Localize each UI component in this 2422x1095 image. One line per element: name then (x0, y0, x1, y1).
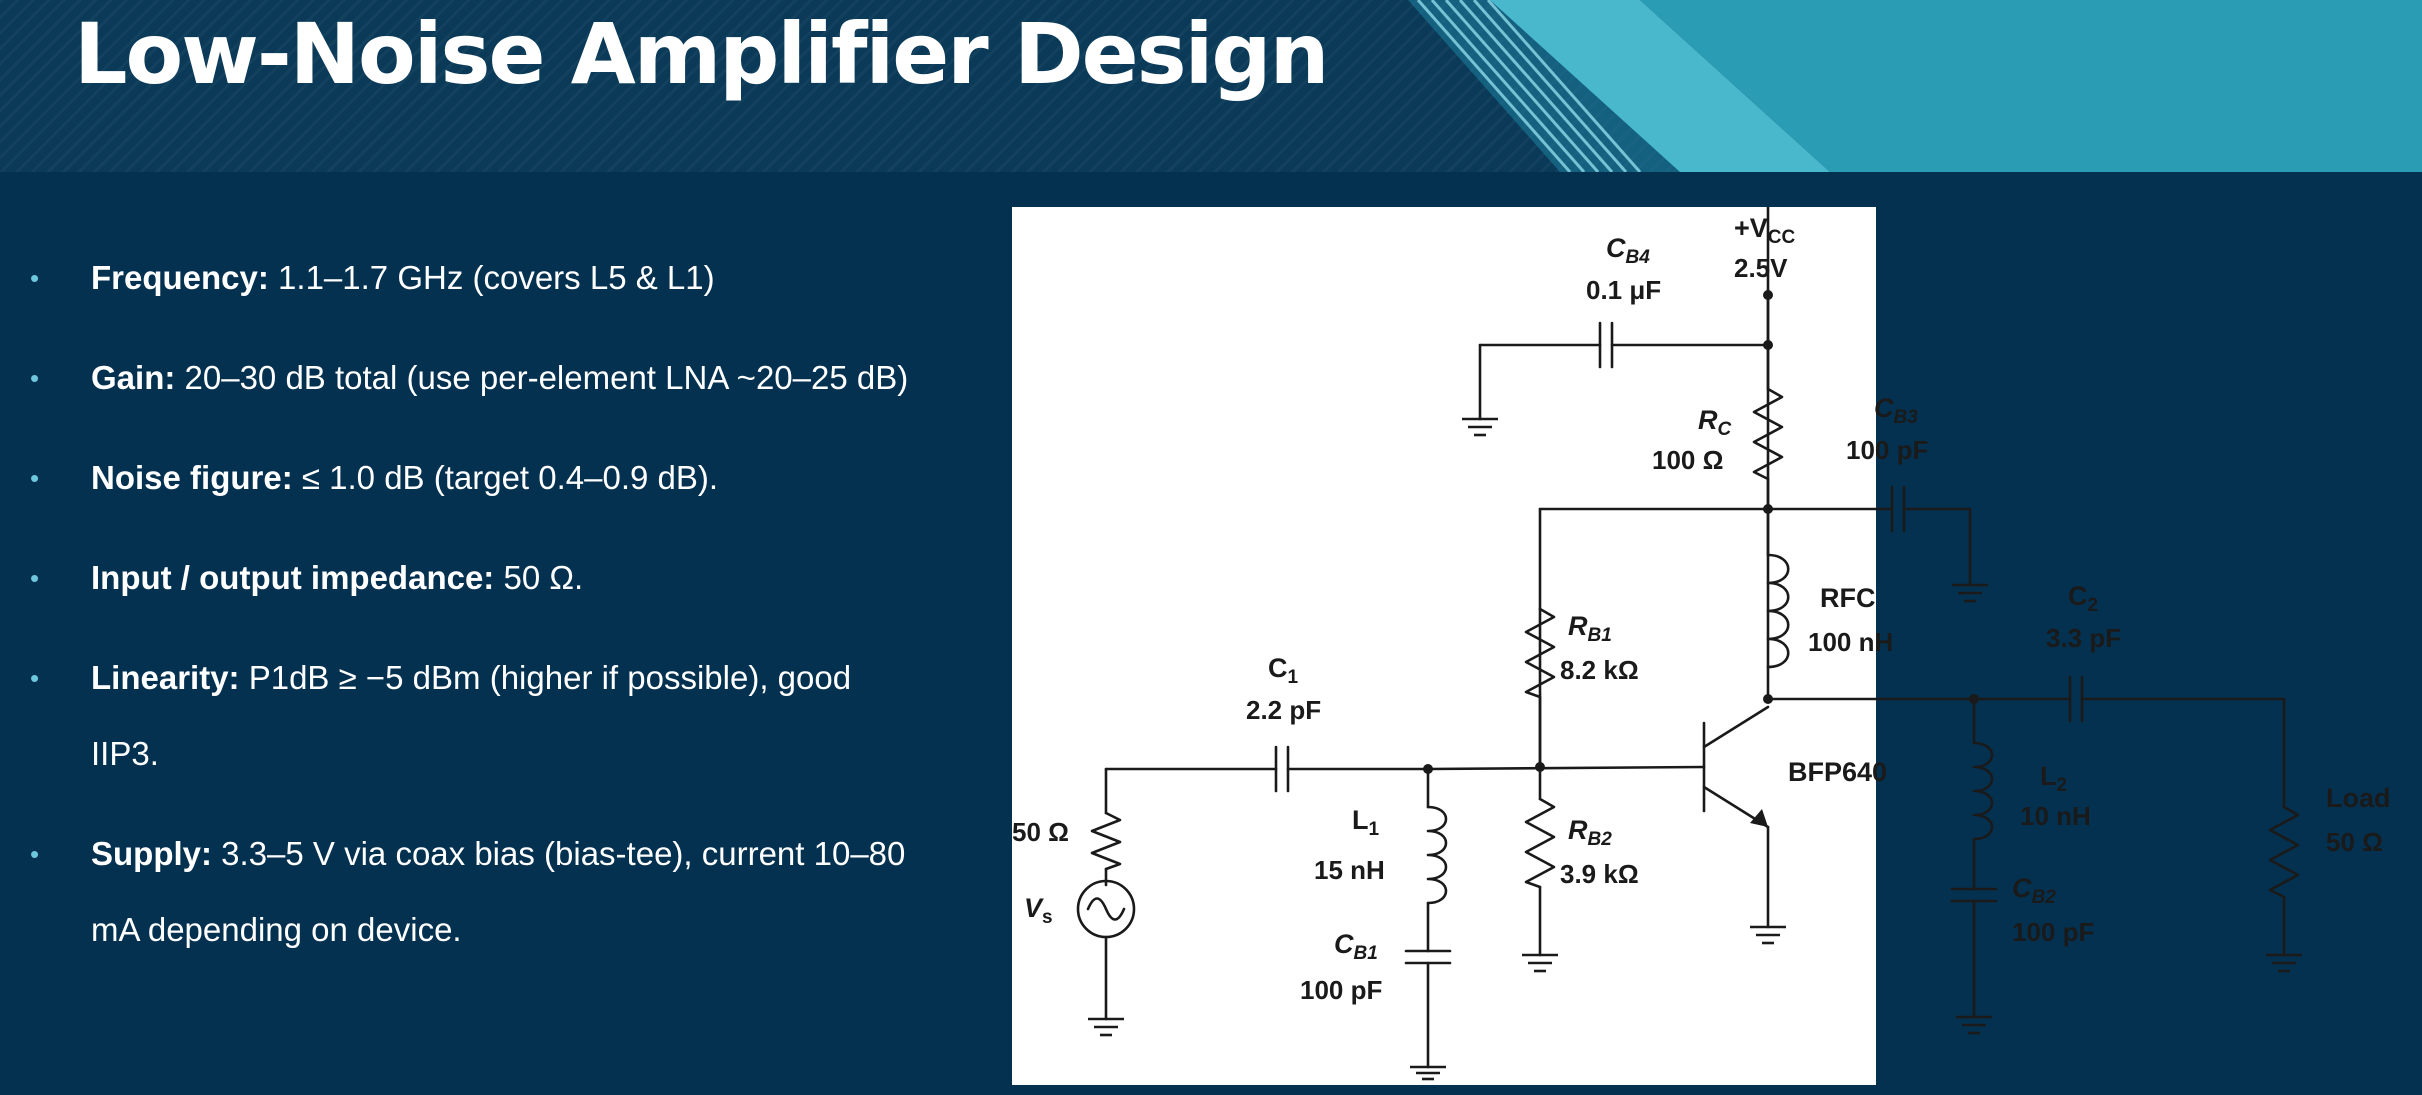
transistor-label: BFP640 (1788, 757, 1887, 787)
bullet-label: Linearity: (91, 659, 240, 696)
rb1-resistor (1524, 607, 1556, 699)
vs-label: Vs (1024, 893, 1053, 928)
schematic-drawing: +VCC 2.5V CB4 0.1 μF RC 100 Ω CB3 100 pF… (1012, 205, 2391, 1081)
bullet-label: Gain: (91, 359, 176, 396)
node-dot (1763, 340, 1773, 350)
c2-value: 3.3 pF (2046, 623, 2121, 653)
node-dot (1763, 694, 1773, 704)
rfc-inductor (1766, 553, 1790, 669)
rb1-label: RB1 (1568, 611, 1612, 646)
node-dot (1535, 762, 1545, 772)
wire (1426, 765, 1706, 771)
page-title: Low-Noise Amplifier Design (74, 5, 1329, 103)
rs-label: 50 Ω (1012, 817, 1069, 847)
l1-label: L1 (1352, 805, 1380, 840)
cb1-value: 100 pF (1300, 975, 1382, 1005)
bullet-label: Frequency: (91, 259, 269, 296)
l2-label: L2 (2040, 761, 2067, 796)
bullet-label: Supply: (91, 835, 212, 872)
ground-symbol (1750, 925, 1786, 945)
transistor-collector (1702, 705, 1770, 749)
bullet-supply: • Supply: 3.3–5 V via coax bias (bias-te… (0, 816, 921, 968)
rb2-value: 3.9 kΩ (1560, 859, 1639, 889)
bullet-noise-figure: • Noise figure: ≤ 1.0 dB (target 0.4–0.9… (0, 440, 921, 516)
requirements-list: • Frequency: 1.1–1.7 GHz (covers L5 & L1… (0, 240, 960, 992)
ground-symbol (2266, 953, 2302, 973)
l1-value: 15 nH (1314, 855, 1385, 885)
c1-value: 2.2 pF (1246, 695, 1321, 725)
bullet-dot: • (30, 663, 40, 693)
load-resistor (2268, 805, 2300, 899)
cb4-label: CB4 (1606, 233, 1650, 268)
bullet-dot: • (30, 563, 40, 593)
rb1-value: 8.2 kΩ (1560, 655, 1639, 685)
cb2-label: CB2 (2012, 873, 2056, 908)
vcc-value: 2.5V (1734, 253, 1788, 283)
bullet-label: Input / output impedance: (91, 559, 495, 596)
node-dot (1763, 504, 1773, 514)
vcc-label: +VCC (1734, 213, 1796, 248)
banner-decoration (1408, 0, 2422, 172)
title-banner: Low-Noise Amplifier Design (0, 0, 2422, 172)
bullet-dot: • (30, 263, 40, 293)
bullet-text: 3.3–5 V via coax bias (bias-tee), curren… (91, 835, 906, 948)
l1-inductor (1426, 805, 1448, 905)
bullet-frequency: • Frequency: 1.1–1.7 GHz (covers L5 & L1… (0, 240, 921, 316)
bullet-dot: • (30, 839, 40, 869)
rfc-value: 100 nH (1808, 627, 1893, 657)
ground-symbol (1522, 953, 1558, 973)
bullet-text: 1.1–1.7 GHz (covers L5 & L1) (268, 259, 715, 296)
ground-symbol (1088, 1017, 1124, 1037)
bullet-impedance: • Input / output impedance: 50 Ω. (0, 540, 921, 616)
rc-label: RC (1698, 405, 1732, 440)
bullet-gain: • Gain: 20–30 dB total (use per-element … (0, 340, 921, 416)
bullet-label: Noise figure: (91, 459, 293, 496)
cb4-value: 0.1 μF (1586, 275, 1661, 305)
ground-symbol (1462, 417, 1498, 437)
bullet-dot: • (30, 363, 40, 393)
cb3-value: 100 pF (1846, 435, 1928, 465)
node-dot (1423, 764, 1433, 774)
ground-symbol (1410, 1065, 1446, 1081)
ground-symbol (1952, 583, 1988, 603)
l2-inductor (1972, 741, 1994, 841)
vs-sine (1086, 897, 1126, 921)
node-dot (1969, 694, 1979, 704)
rb2-resistor (1524, 797, 1556, 889)
rs-resistor (1090, 811, 1122, 871)
bullet-text: 20–30 dB total (use per-element LNA ~20–… (175, 359, 909, 396)
bullet-text: P1dB ≥ −5 dBm (higher if possible), good… (91, 659, 852, 772)
rc-value: 100 Ω (1652, 445, 1723, 475)
bullet-text: ≤ 1.0 dB (target 0.4–0.9 dB). (292, 459, 719, 496)
ground-symbol (1956, 1015, 1992, 1035)
load-label: Load (2326, 783, 2391, 813)
node-dot (1763, 290, 1773, 300)
cb2-value: 100 pF (2012, 917, 2094, 947)
cb1-label: CB1 (1334, 929, 1378, 964)
load-value: 50 Ω (2326, 827, 2383, 857)
c1-label: C1 (1268, 653, 1299, 688)
bullet-linearity: • Linearity: P1dB ≥ −5 dBm (higher if po… (0, 640, 921, 792)
lna-schematic: +VCC 2.5V CB4 0.1 μF RC 100 Ω CB3 100 pF… (1012, 205, 2391, 1085)
rfc-label: RFC (1820, 583, 1876, 613)
bullet-dot: • (30, 463, 40, 493)
c2-label: C2 (2068, 581, 2098, 616)
bullet-text: 50 Ω. (494, 559, 584, 596)
rb2-label: RB2 (1568, 815, 1612, 850)
l2-value: 10 nH (2020, 801, 2091, 831)
emitter-arrow (1750, 809, 1768, 827)
cb3-label: CB3 (1874, 393, 1918, 428)
